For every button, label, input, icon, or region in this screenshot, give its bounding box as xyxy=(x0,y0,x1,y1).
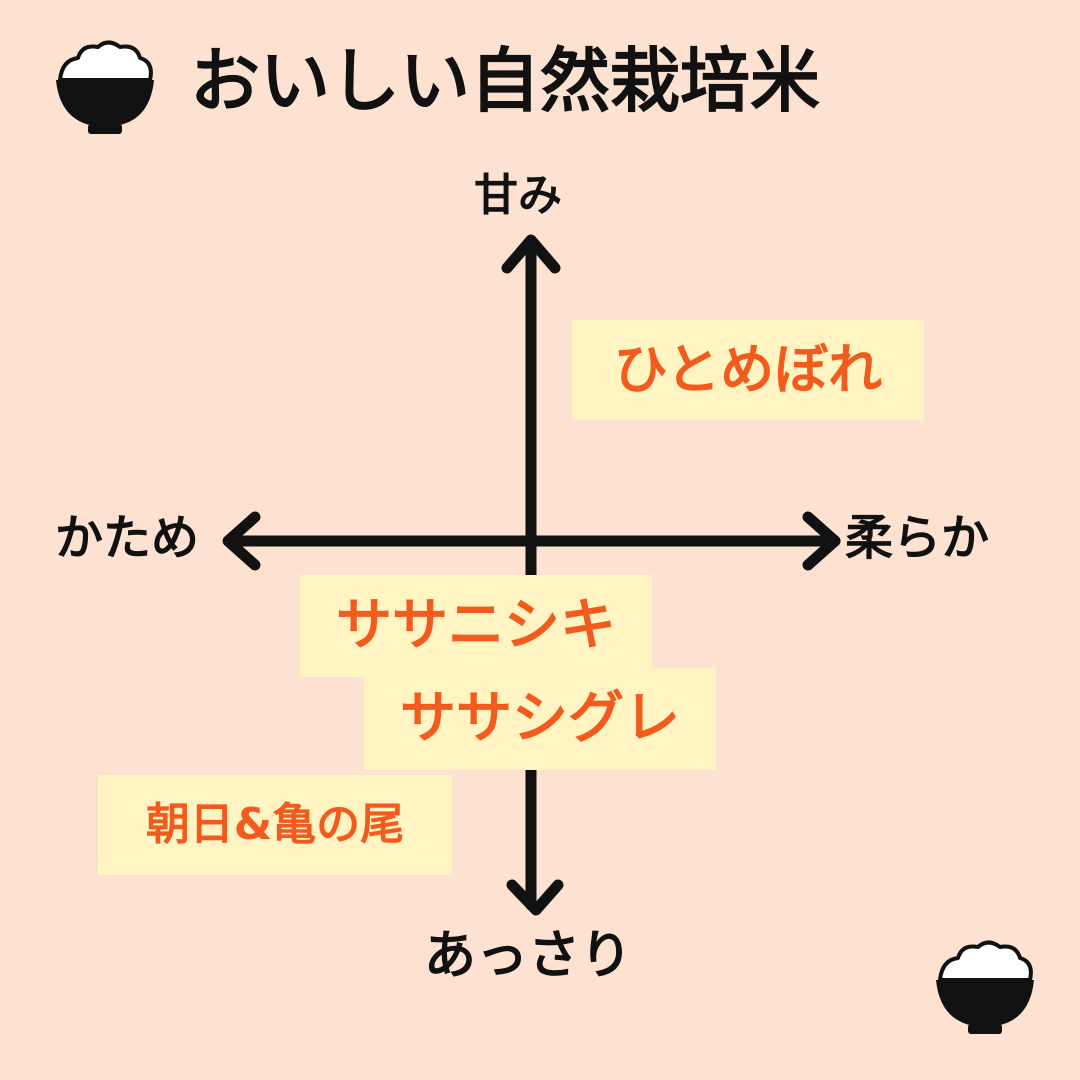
rice-bowl-icon xyxy=(936,940,1034,1034)
page-title: おいしい自然栽培米 xyxy=(190,40,820,122)
rice-bowl-icon xyxy=(56,40,154,134)
variety-label-sasashigure: ササシグレ xyxy=(364,668,716,770)
axis-label-firm: かため xyxy=(55,510,200,566)
variety-label-sasanishiki: ササニシキ xyxy=(300,575,652,677)
left-arrowhead xyxy=(222,511,261,571)
axis-label-sweetness: 甘み xyxy=(474,170,562,221)
axis-label-light: あっさり xyxy=(424,926,633,986)
right-arrowhead xyxy=(802,511,841,571)
variety-label-asahi-kamenoo: 朝日&亀の尾 xyxy=(98,775,452,875)
variety-label-hitomebore: ひとめぼれ xyxy=(572,320,924,420)
up-arrowhead xyxy=(501,234,561,274)
down-arrowhead xyxy=(506,879,564,916)
axis-label-soft: 柔らか xyxy=(845,510,990,566)
